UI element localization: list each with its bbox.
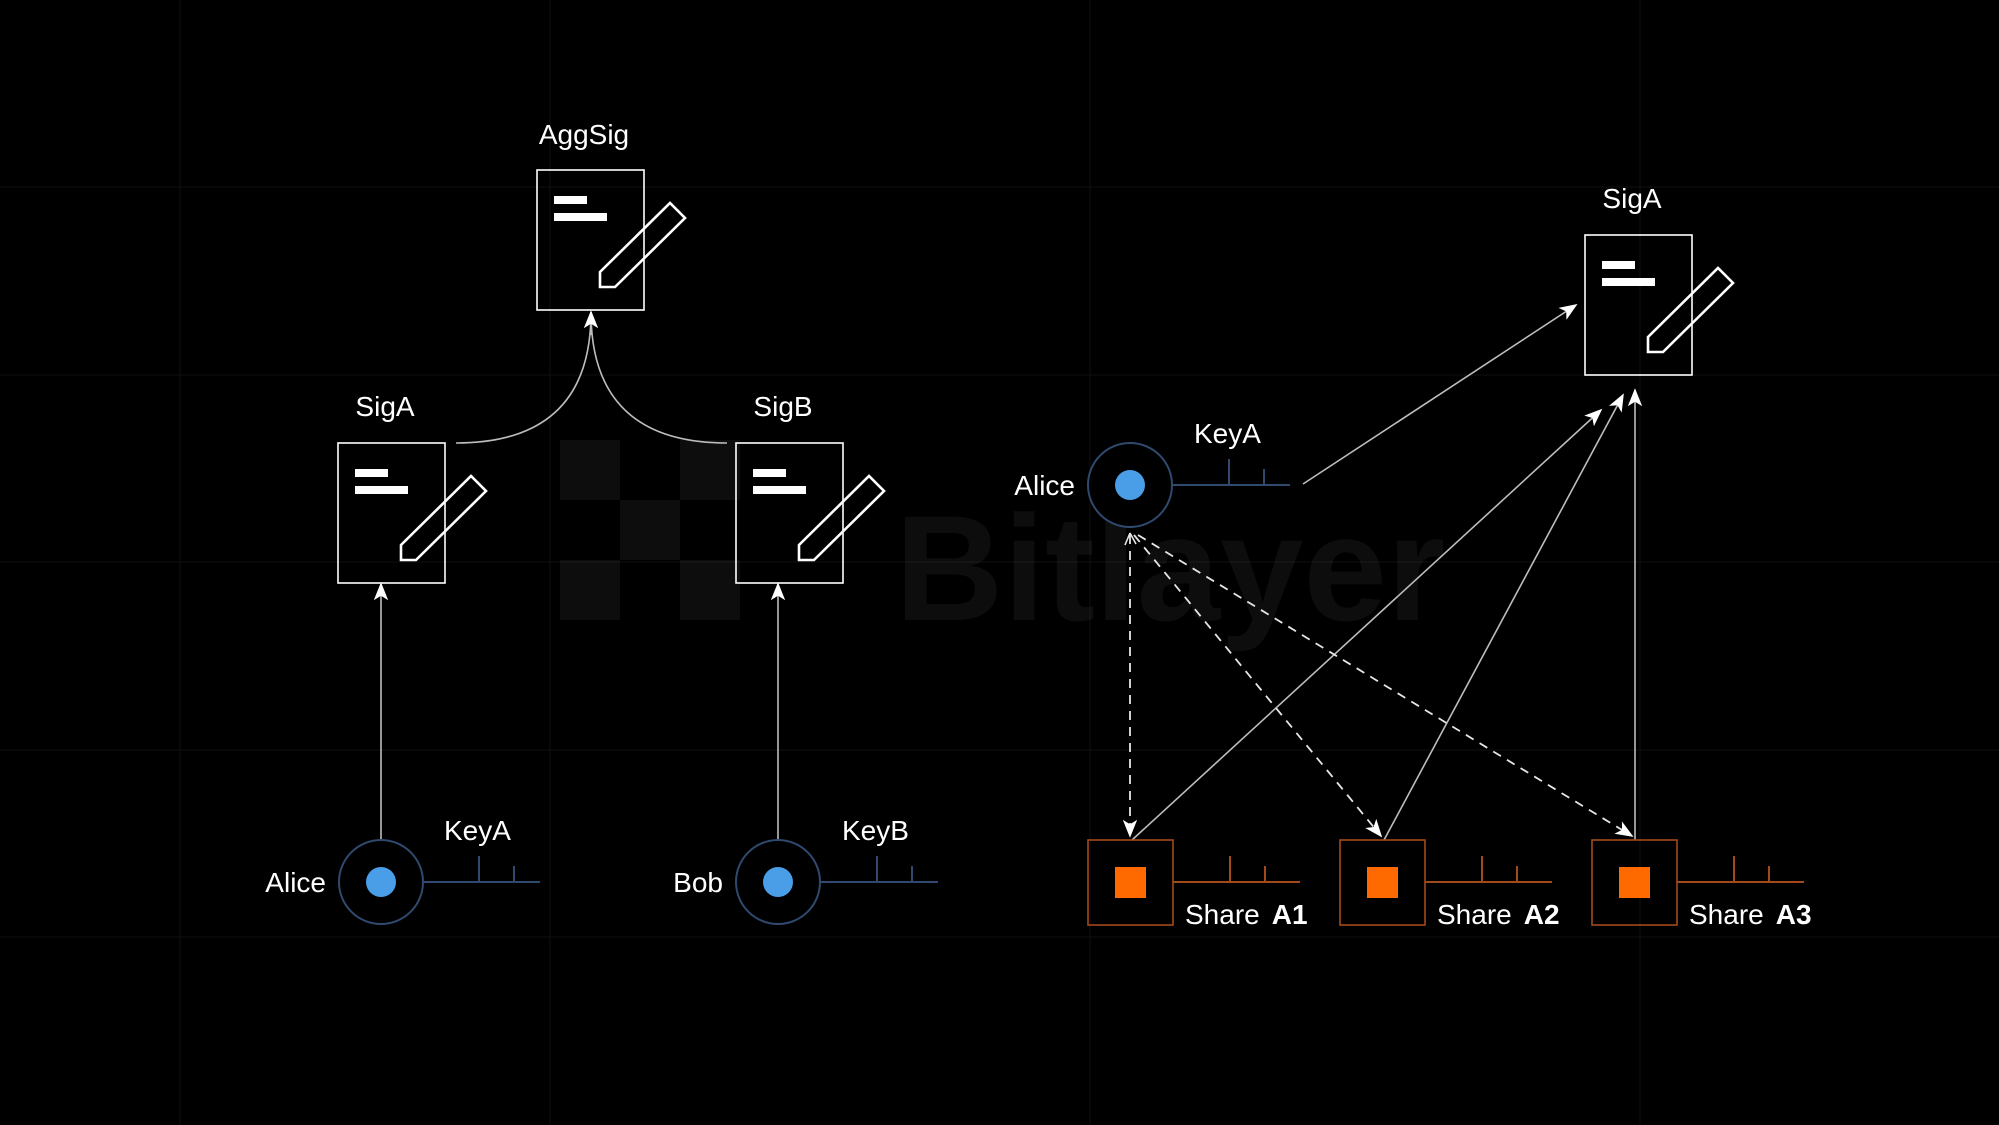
alice-right-label: Alice (1014, 470, 1075, 501)
svg-text:Share A1: Share A1 (1185, 899, 1308, 930)
bob-key-node (735, 839, 938, 925)
keyb-label: KeyB (842, 815, 909, 846)
share-a2-prefix: Share (1437, 899, 1512, 930)
share-a3-node (1591, 839, 1804, 926)
share-a1-id: A1 (1272, 899, 1308, 930)
share-a1-node (1087, 839, 1300, 926)
bob-label: Bob (673, 867, 723, 898)
left-diagram: AggSig SigA SigB Alice KeyA Bob KeyB (265, 119, 938, 925)
keya-key-icon (423, 856, 540, 883)
keyb-key-icon (820, 856, 938, 883)
siga-label: SigA (355, 391, 414, 422)
share-a3-prefix: Share (1689, 899, 1764, 930)
alice-right-key-node (1087, 442, 1290, 528)
edge-alice-to-siga-right (1302, 304, 1578, 485)
right-diagram: SigA Alice KeyA Share A1 Share A2 (1014, 183, 1811, 930)
svg-text:Share A3: Share A3 (1689, 899, 1812, 930)
siga-right-label: SigA (1602, 183, 1661, 214)
siga-right-document-icon (1583, 233, 1735, 377)
share-a3-square-icon (1619, 867, 1650, 898)
aggsig-label: AggSig (539, 119, 629, 150)
share-a2-square-icon (1367, 867, 1398, 898)
edge-share-a1-to-siga (1131, 408, 1603, 841)
share-a2-node (1339, 839, 1552, 926)
keya-label: KeyA (444, 815, 511, 846)
share-a1-prefix: Share (1185, 899, 1260, 930)
alice-key-node (338, 839, 540, 925)
share-a2-id: A2 (1524, 899, 1560, 930)
keya-right-label: KeyA (1194, 418, 1261, 449)
share-a1-square-icon (1115, 867, 1146, 898)
alice-label: Alice (265, 867, 326, 898)
svg-text:Share A2: Share A2 (1437, 899, 1560, 930)
sigb-label: SigB (753, 391, 812, 422)
keya-right-key-icon (1172, 459, 1290, 486)
aggsig-document-icon (535, 168, 687, 312)
bitlayer-watermark: Bitlayer (560, 440, 1445, 652)
dashed-alice-to-share-a2 (1133, 534, 1383, 838)
dashed-alice-to-share-a3 (1137, 534, 1634, 837)
edge-sigb-to-aggsig (590, 314, 728, 444)
edge-siga-to-aggsig (455, 314, 592, 444)
edge-share-a2-to-siga (1383, 393, 1624, 841)
share-a3-id: A3 (1776, 899, 1812, 930)
watermark-text: Bitlayer (895, 484, 1445, 652)
